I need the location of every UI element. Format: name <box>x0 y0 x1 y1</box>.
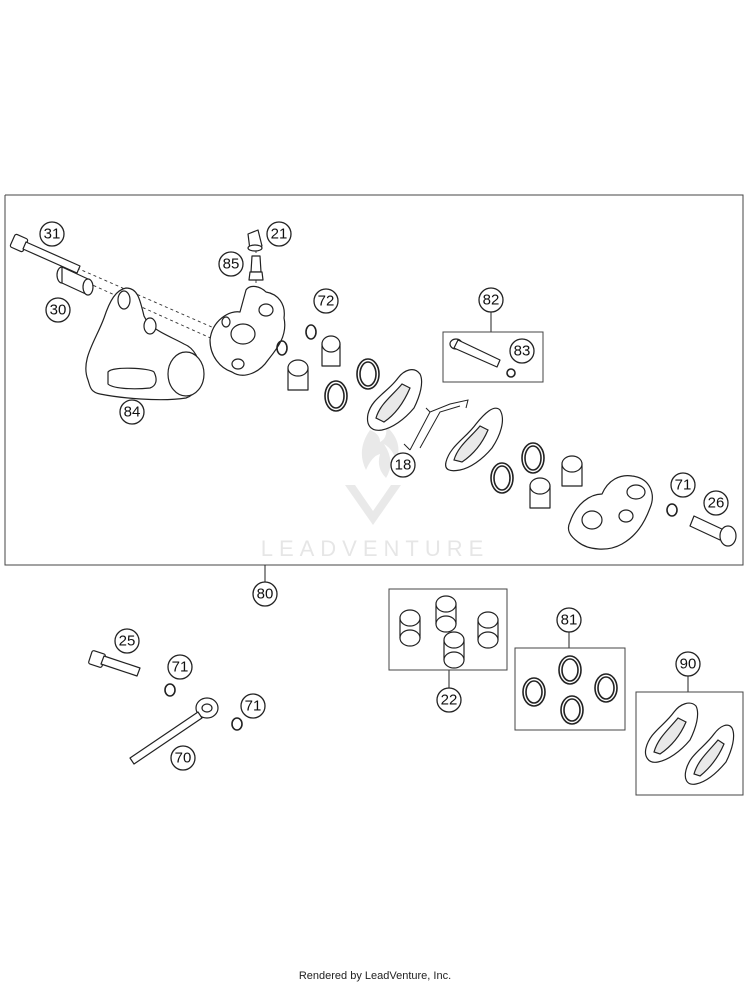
callout-85: 85 <box>218 251 244 277</box>
svg-text:71: 71 <box>675 477 692 494</box>
seal-left-upper-inner <box>359 361 377 387</box>
svg-text:18: 18 <box>395 457 412 474</box>
pad-pin-82 <box>449 338 501 368</box>
callout-71-mid: 71 <box>167 654 193 680</box>
callout-25: 25 <box>114 628 140 654</box>
pin-kit-box <box>442 331 544 383</box>
svg-text:25: 25 <box>119 633 136 650</box>
callout-70: 70 <box>170 745 196 771</box>
watermark-flame-logo <box>361 426 399 478</box>
callout-18: 18 <box>390 452 416 478</box>
assembly-axis-bushing <box>87 282 216 341</box>
o-ring-72 <box>305 324 317 340</box>
bolt-31 <box>9 233 81 274</box>
callout-31: 31 <box>39 221 65 247</box>
callout-21: 21 <box>266 221 292 247</box>
caliper-housing-right <box>567 475 653 550</box>
leadventure-watermark: LEADVENTURE <box>261 426 490 561</box>
callout-22: 22 <box>436 687 462 713</box>
caliper-housing-left <box>209 285 286 376</box>
seal-kit-box <box>514 647 626 731</box>
seal-right-lower <box>490 462 514 494</box>
pin-clip-83 <box>506 368 516 378</box>
svg-text:90: 90 <box>680 656 697 673</box>
pad-set-box <box>635 691 744 796</box>
brake-pad-set-90 <box>644 702 735 785</box>
assembly-frame <box>4 194 744 566</box>
svg-text:85: 85 <box>223 256 240 273</box>
footer-credit: Rendered by LeadVenture, Inc. <box>298 970 452 982</box>
bolt-26 <box>689 515 737 547</box>
washer-71-b <box>231 717 243 731</box>
callout-80: 80 <box>252 581 278 607</box>
seal-right-upper-inner <box>524 445 542 471</box>
svg-text:83: 83 <box>514 343 531 360</box>
svg-text:72: 72 <box>318 293 335 310</box>
piston-left-upper <box>321 335 341 367</box>
svg-text:81: 81 <box>561 612 578 629</box>
o-ring-71-caliper <box>666 503 678 517</box>
bleeder-screw-85 <box>248 255 264 281</box>
brake-pad-right <box>445 407 504 472</box>
seal-right-lower-inner <box>493 465 511 491</box>
svg-text:22: 22 <box>441 692 458 709</box>
piston-right-upper <box>561 455 583 487</box>
brake-pad-left <box>366 369 423 431</box>
svg-text:71: 71 <box>245 698 262 715</box>
callout-71-bottom: 71 <box>240 693 266 719</box>
callout-83: 83 <box>509 338 535 364</box>
svg-text:84: 84 <box>124 404 141 421</box>
seal-left-lower-inner <box>327 383 345 409</box>
callout-26: 26 <box>703 490 729 516</box>
callout-81: 81 <box>556 607 582 633</box>
callout-71-top: 71 <box>670 472 696 498</box>
svg-text:80: 80 <box>257 586 274 603</box>
seal-kit-81 <box>522 655 618 725</box>
piston-kit-box <box>388 588 508 671</box>
brake-line-70 <box>129 697 219 765</box>
svg-text:71: 71 <box>172 659 189 676</box>
seal-left-lower <box>324 380 348 412</box>
piston-right-lower <box>529 477 551 509</box>
callout-90: 90 <box>675 651 701 677</box>
svg-text:26: 26 <box>708 495 725 512</box>
svg-text:21: 21 <box>271 226 288 243</box>
callout-30: 30 <box>45 297 71 323</box>
piston-left-lower <box>287 359 309 391</box>
o-ring-72b <box>276 340 288 356</box>
washer-71-a <box>164 683 176 697</box>
seal-left-upper <box>356 358 380 390</box>
svg-text:70: 70 <box>175 750 192 767</box>
caliper-bracket-84 <box>85 287 205 401</box>
pad-spring-18 <box>403 399 469 451</box>
bleeder-cap-21 <box>247 229 263 252</box>
callout-82: 82 <box>478 287 504 313</box>
svg-text:30: 30 <box>50 302 67 319</box>
svg-text:31: 31 <box>44 226 61 243</box>
watermark-v-logo <box>345 485 401 525</box>
piston-kit-22 <box>399 595 499 669</box>
callout-72: 72 <box>313 288 339 314</box>
svg-text:82: 82 <box>483 292 500 309</box>
bushing-30 <box>56 266 94 296</box>
banjo-bolt-25 <box>88 650 141 677</box>
watermark-text: LEADVENTURE <box>261 536 490 561</box>
callout-84: 84 <box>119 399 145 425</box>
seal-right-upper <box>521 442 545 474</box>
